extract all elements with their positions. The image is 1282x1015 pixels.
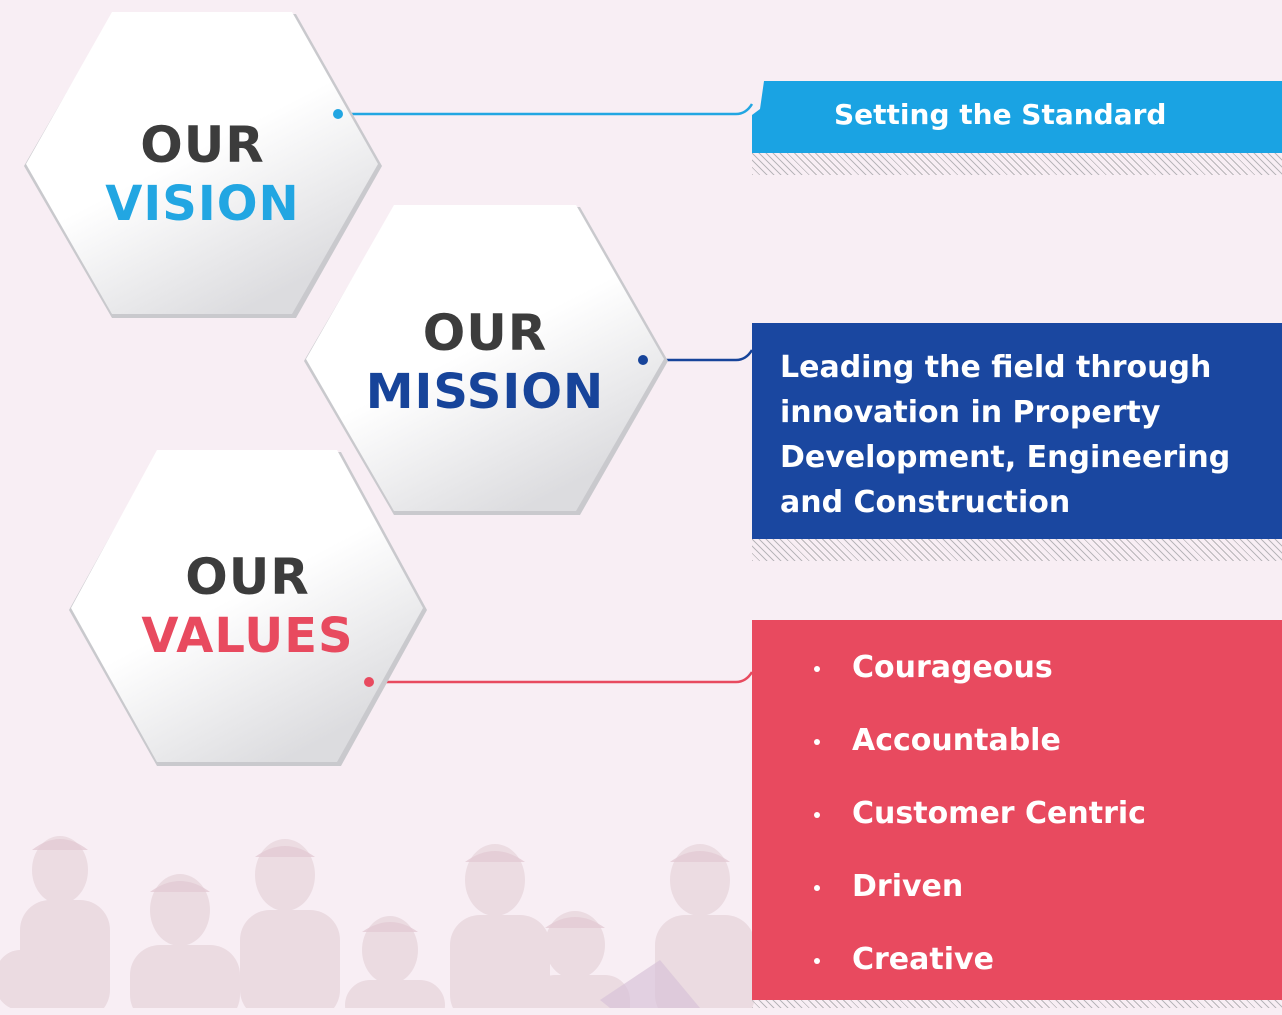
vision-title: VISION [105, 176, 300, 232]
list-item: Accountable [814, 723, 1146, 760]
hexagon-shape [304, 205, 668, 515]
vision-hexagon: OUR VISION [20, 12, 385, 320]
values-heading: OUR VALUES [65, 552, 430, 660]
mission-heading: OUR MISSION [300, 308, 670, 416]
hexagon-shape [69, 450, 427, 766]
vision-panel-shadow [752, 153, 1282, 175]
mission-hexagon: OUR MISSION [300, 205, 670, 517]
list-item: Customer Centric [814, 796, 1146, 833]
bullet-icon [814, 739, 820, 745]
vision-text: Setting the Standard [834, 98, 1167, 131]
mission-text: Leading the field through innovation in … [780, 350, 1231, 520]
values-title: VALUES [141, 608, 354, 664]
bullet-icon [814, 958, 820, 964]
vision-prefix: OUR [140, 116, 265, 174]
value-label: Courageous [852, 650, 1053, 685]
bullet-icon [814, 666, 820, 672]
mission-panel-shadow [752, 539, 1282, 561]
crowd-photo [0, 800, 760, 1008]
mission-title: MISSION [365, 364, 605, 420]
mission-prefix: OUR [422, 304, 548, 362]
bullet-icon [814, 812, 820, 818]
value-label: Customer Centric [852, 796, 1146, 831]
hexagon-shape [24, 12, 382, 318]
values-panel-shadow [752, 1000, 1282, 1008]
values-list: Courageous Accountable Customer Centric … [814, 650, 1146, 1015]
values-hexagon: OUR VALUES [65, 450, 430, 768]
value-label: Driven [852, 869, 964, 904]
mission-panel: Leading the field through innovation in … [752, 323, 1282, 539]
list-item: Creative [814, 942, 1146, 979]
vision-heading: OUR VISION [20, 120, 385, 228]
values-prefix: OUR [185, 548, 310, 606]
value-label: Accountable [852, 723, 1061, 758]
list-item: Driven [814, 869, 1146, 906]
values-panel: Courageous Accountable Customer Centric … [752, 620, 1282, 1000]
bullet-icon [814, 885, 820, 891]
value-label: Creative [852, 942, 994, 977]
list-item: Courageous [814, 650, 1146, 687]
vision-panel: Setting the Standard [752, 81, 1282, 153]
